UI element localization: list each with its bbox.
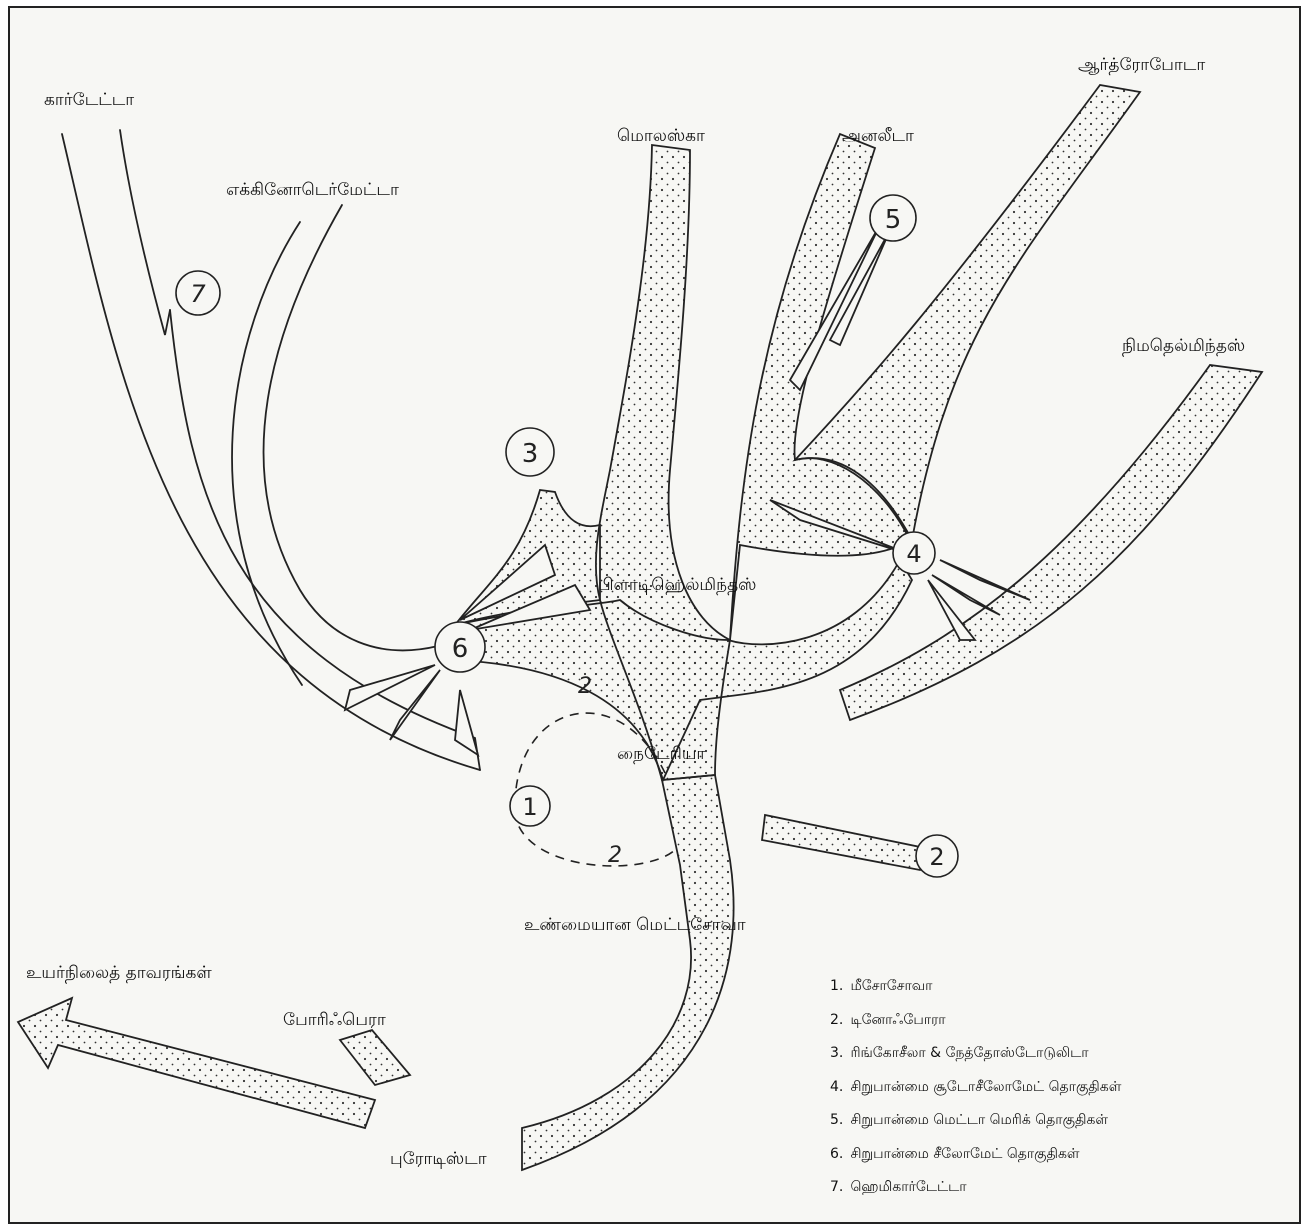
legend-item: 3. ரிங்கோசீலா & நேத்தோஸ்டோடுலிடா <box>830 1045 1121 1079</box>
label-annelida: அனலீடா <box>842 128 914 145</box>
label-chordata: கார்டேட்டா <box>44 92 134 109</box>
node-5-label: 5 <box>885 205 902 235</box>
legend-item: 5. சிறுபான்மை மெட்டா மெரிக் தொகுதிகள் <box>830 1112 1121 1146</box>
node-7-label: 7 <box>190 280 206 308</box>
legend-item: 7. ஹெமிகார்டேட்டா <box>830 1179 1121 1213</box>
legend-item: 6. சிறுபான்மை சீலோமேட் தொகுதிகள் <box>830 1146 1121 1180</box>
node-6-label: 6 <box>452 634 469 664</box>
label-echinodermata: எக்கினோடெர்மேட்டா <box>226 182 399 199</box>
label-eumetazoa: உண்மையான மெட்டசோவா <box>524 917 746 934</box>
legend-item: 1. மீசோசோவா <box>830 978 1121 1012</box>
label-higher-plants: உயர்நிலைத் தாவரங்கள் <box>26 965 212 982</box>
dashed-label-top: 2 <box>578 674 592 699</box>
node-2-label: 2 <box>929 843 944 871</box>
node-5: 5 <box>870 195 916 241</box>
label-cnidaria: நைடேரியா <box>617 746 705 763</box>
node-1: 1 <box>510 786 550 826</box>
ctenophora-stem <box>762 815 925 870</box>
node-4-label: 4 <box>906 540 921 568</box>
legend-item: 4. சிறுபான்மை சூடோசீலோமேட் தொகுதிகள் <box>830 1079 1121 1113</box>
porifera-stem <box>340 1030 410 1085</box>
node-3-label: 3 <box>522 439 539 469</box>
node-2: 2 <box>916 835 958 877</box>
label-arthropoda: ஆர்த்ரோபோடா <box>1078 57 1205 74</box>
label-protista: புரோடிஸ்டா <box>390 1151 487 1168</box>
node-6: 6 <box>435 622 485 672</box>
node-3: 3 <box>506 428 554 476</box>
legend-item: 2. டினோஃபோரா <box>830 1012 1121 1046</box>
protista-stem <box>522 775 734 1170</box>
legend: 1. மீசோசோவா 2. டினோஃபோரா 3. ரிங்கோசீலா &… <box>830 978 1121 1213</box>
label-mollusca: மொலஸ்கா <box>617 128 705 145</box>
node-7: 7 <box>176 271 220 315</box>
dashed-label-bottom: 2 <box>608 843 622 868</box>
label-nemathelminthes: நிமதெல்மிந்தஸ் <box>1122 338 1245 355</box>
label-porifera: போரிஃபெரா <box>283 1012 386 1029</box>
node-1-label: 1 <box>522 793 537 821</box>
node-4: 4 <box>893 532 935 574</box>
label-platyhelminthes: பிளாடிஹெல்மிந்தஸ் <box>598 577 756 594</box>
